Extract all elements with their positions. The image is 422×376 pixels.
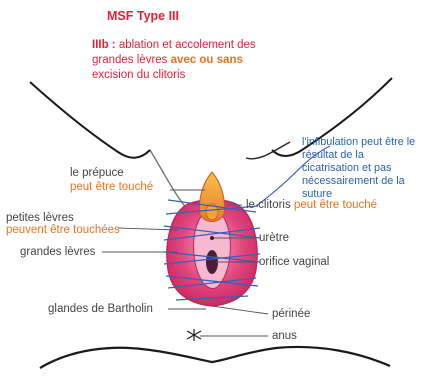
label-perinee: périnée [272, 307, 310, 321]
label-clitoris: le clitoris peut être touché [246, 198, 377, 212]
label-clitoris-text: le clitoris [246, 199, 291, 211]
label-anus: anus [272, 329, 297, 343]
label-prepuce-note: peut être touché [70, 180, 153, 194]
label-uretre: urètre [259, 231, 289, 245]
abdomen-outline [30, 82, 150, 158]
anus-mark [187, 329, 201, 341]
label-bartholin: glandes de Bartholin [48, 302, 153, 316]
label-grandes-levres: grandes lèvres [20, 245, 95, 259]
urethra [210, 236, 214, 240]
label-clitoris-note: peut être touché [294, 199, 377, 211]
buttocks-outline [40, 347, 390, 368]
infibulation-note: l'infibulation peut être le résultat de … [302, 136, 420, 201]
label-orifice: orifice vaginal [259, 255, 329, 269]
label-petites-levres-note: peuvent être touchées [6, 223, 120, 237]
label-prepuce: le prépuce [70, 166, 124, 180]
